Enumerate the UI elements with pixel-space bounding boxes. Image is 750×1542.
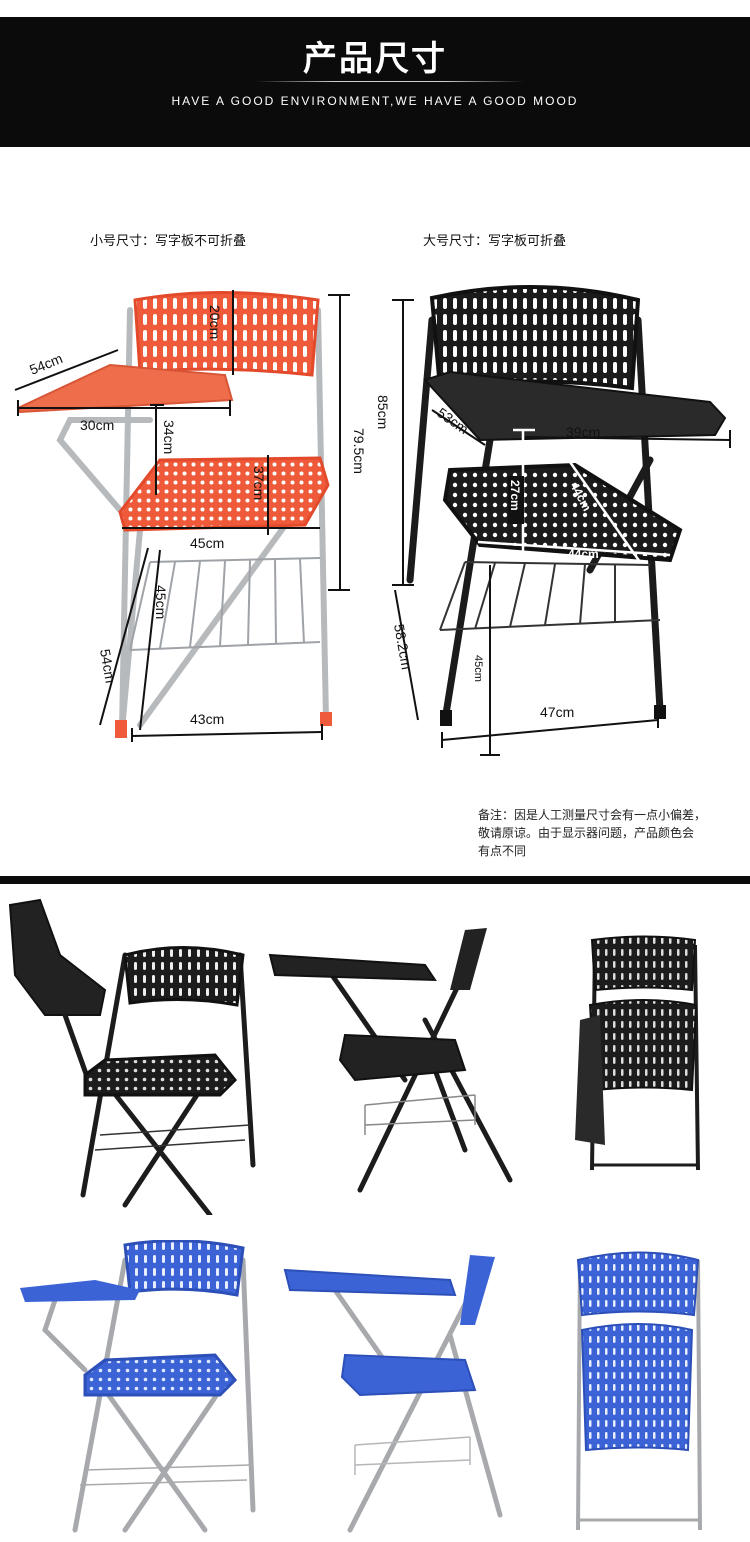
dim-tablet-to-seat: 34cm xyxy=(161,420,177,454)
large-chair-diagram: 85cm 53cm 39cm 27cm 44cm 44cm 58.2cm 45c… xyxy=(375,284,731,756)
note-line: 敬请原谅。由于显示器问题，产品颜色会 xyxy=(478,826,695,840)
dim-base-width: 43cm xyxy=(190,711,224,727)
wire-basket xyxy=(439,561,661,631)
title-divider xyxy=(255,81,525,82)
dim-total-height: 85cm xyxy=(375,395,391,429)
blue-chair-front-photo xyxy=(20,1240,256,1533)
dim-leg-depth: 54cm xyxy=(97,648,119,684)
dim-seat-height: 45cm xyxy=(472,655,484,682)
black-chair-side-photo xyxy=(268,928,513,1193)
blue-chair-folded-photo xyxy=(576,1251,702,1531)
dim-back-to-seat: 27cm xyxy=(508,480,522,511)
dim-tablet-width: 39cm xyxy=(566,424,600,440)
section-divider xyxy=(0,876,750,884)
blue-chair-side-photo xyxy=(283,1255,503,1533)
black-chair-folded-photo xyxy=(575,935,700,1171)
note-line: 有点不同 xyxy=(478,844,527,858)
seat xyxy=(118,456,330,532)
dim-seat-depth: 37cm xyxy=(251,466,267,500)
dim-seat-height: 45cm xyxy=(153,585,169,619)
writing-tablet xyxy=(16,363,234,414)
black-chair-front-photo xyxy=(8,898,256,1215)
wire-basket xyxy=(129,557,321,651)
measurement-note: 备注：因是人工测量尺寸会有一点小偏差， 敬请原谅。由于显示器问题，产品颜色会 有… xyxy=(478,806,740,860)
dim-seat-width: 44cm xyxy=(568,547,599,561)
dim-backrest-height: 20cm xyxy=(207,305,223,339)
dim-tablet-width: 30cm xyxy=(80,417,114,433)
small-chair-diagram: 20cm 54cm 30cm 34cm 37cm 79.5cm 45cm 45c… xyxy=(14,290,367,742)
dim-base-width: 47cm xyxy=(540,704,574,720)
dim-total-height: 79.5cm xyxy=(351,428,367,474)
page-title: 产品尺寸 xyxy=(303,39,447,79)
backrest xyxy=(133,291,320,377)
header-banner: 产品尺寸 HAVE A GOOD ENVIRONMENT,WE HAVE A G… xyxy=(0,17,750,147)
dim-seat-width: 45cm xyxy=(190,535,224,551)
dim-leg-height: 58.2cm xyxy=(391,623,415,671)
large-chair-caption: 大号尺寸：写字板可折叠 xyxy=(423,234,567,249)
small-chair-caption: 小号尺寸：写字板不可折叠 xyxy=(90,234,247,249)
note-line: 备注：因是人工测量尺寸会有一点小偏差， xyxy=(478,808,707,822)
writing-tablet xyxy=(423,370,727,442)
page-subtitle: HAVE A GOOD ENVIRONMENT,WE HAVE A GOOD M… xyxy=(171,94,579,108)
